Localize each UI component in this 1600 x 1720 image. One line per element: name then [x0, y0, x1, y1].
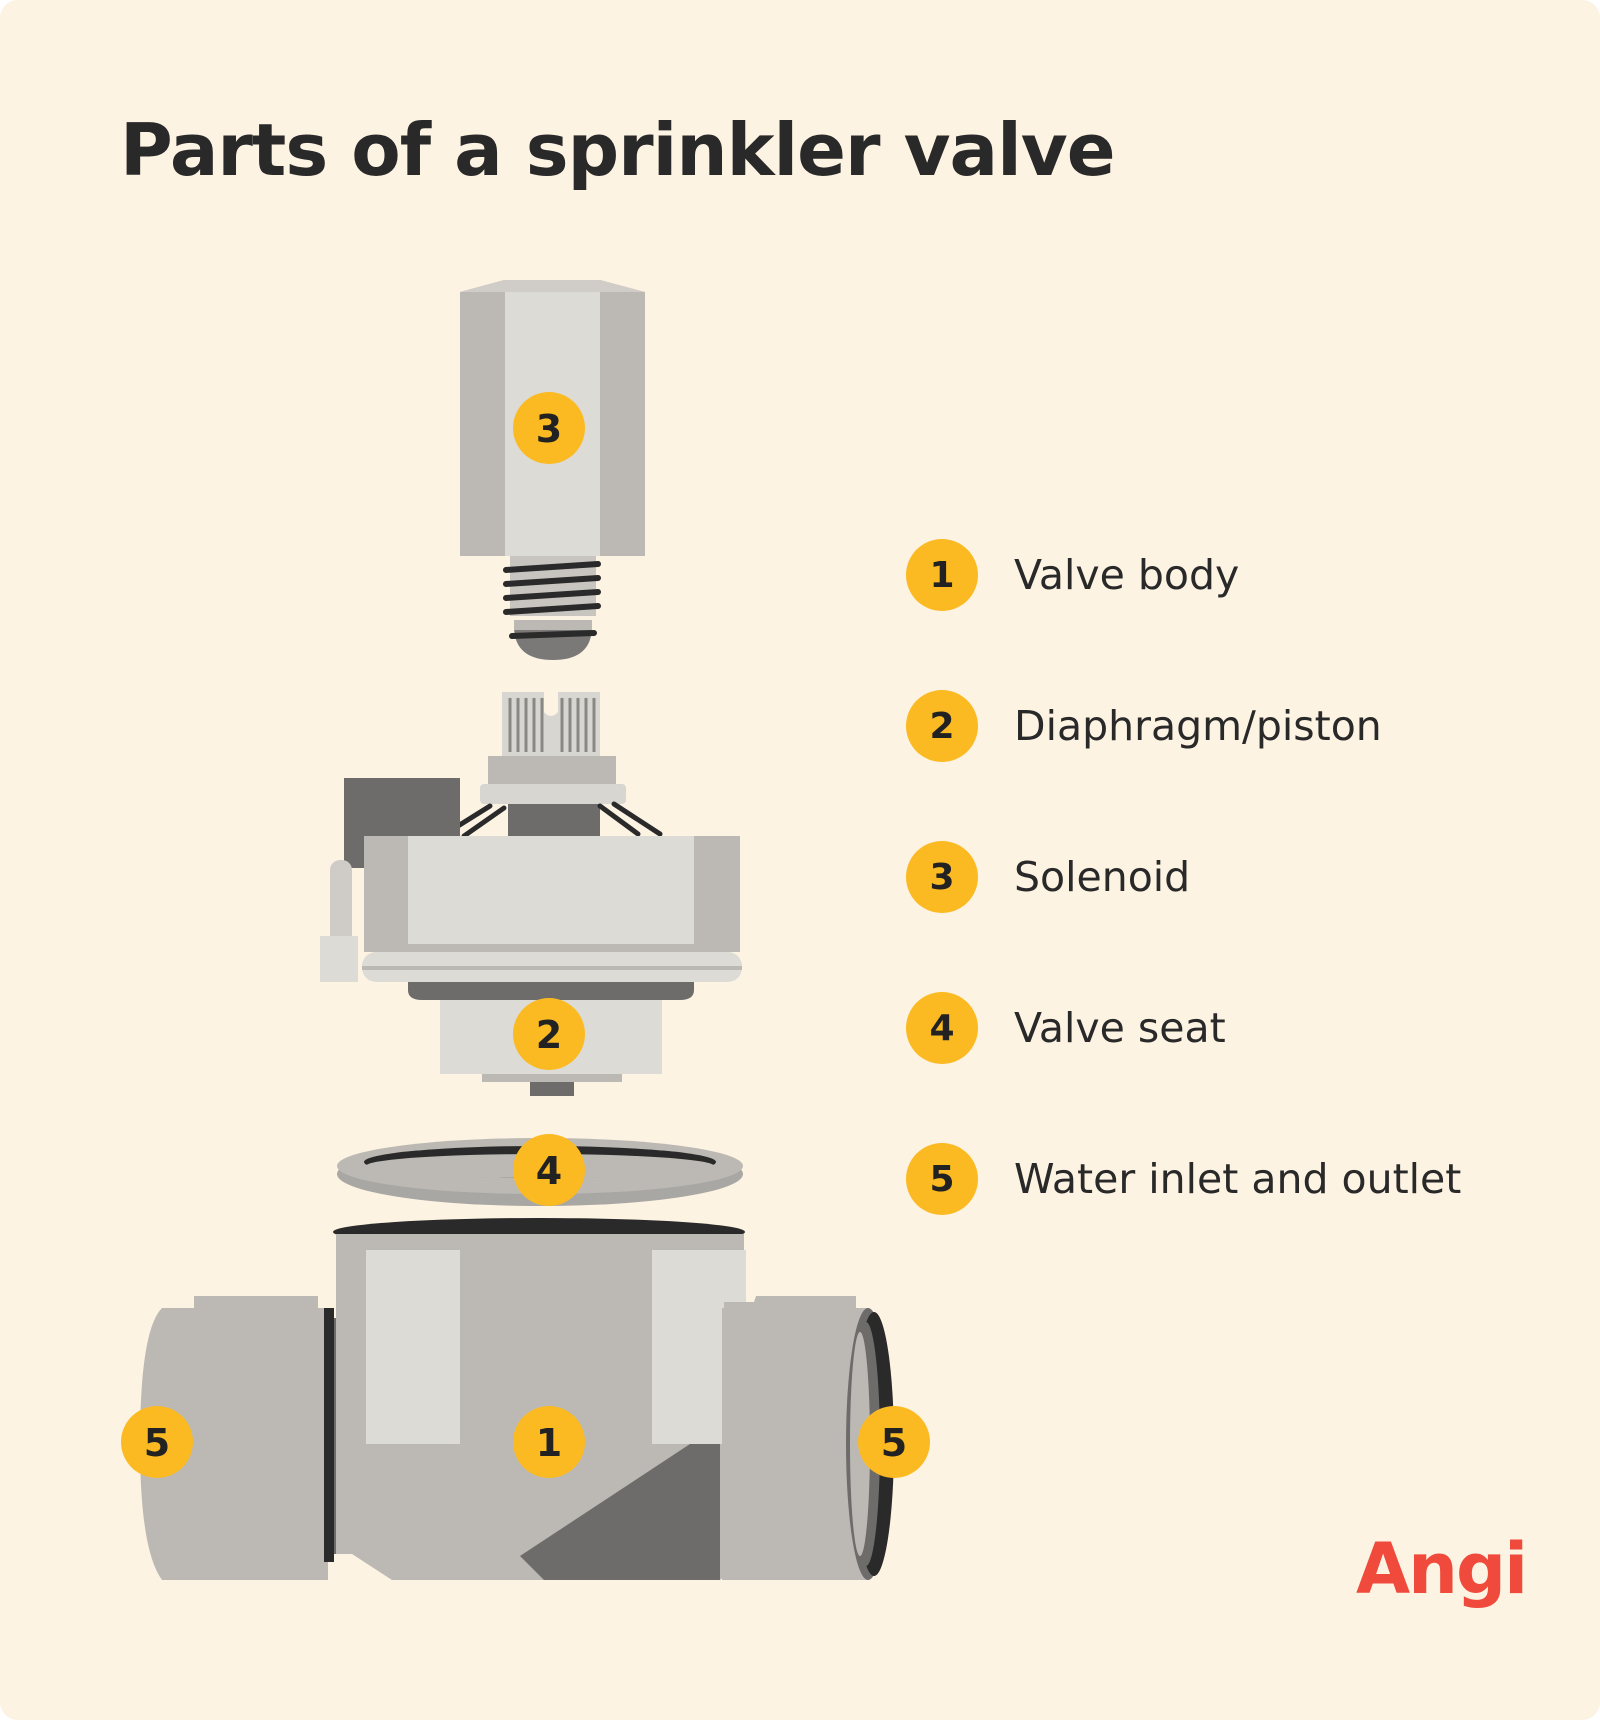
svg-text:4: 4	[536, 1149, 562, 1193]
marker-valve-seat: 4	[513, 1134, 585, 1206]
legend-label: Valve body	[1014, 551, 1240, 599]
svg-text:1: 1	[536, 1421, 562, 1465]
marker-outlet: 5	[858, 1406, 930, 1478]
legend-number-badge: 4	[906, 992, 978, 1064]
page-title: Parts of a sprinkler valve	[120, 108, 1116, 192]
svg-text:3: 3	[536, 407, 562, 451]
valve-body	[140, 1218, 894, 1580]
legend-number-badge: 1	[906, 539, 978, 611]
marker-solenoid: 3	[513, 392, 585, 464]
svg-text:5: 5	[144, 1421, 170, 1465]
legend-label: Solenoid	[1014, 853, 1191, 901]
solenoid	[460, 280, 645, 660]
parts-legend: 1 Valve body 2 Diaphragm/piston 3 Soleno…	[906, 538, 1461, 1293]
marker-diaphragm: 2	[513, 998, 585, 1070]
svg-text:2: 2	[536, 1013, 562, 1057]
legend-number-badge: 2	[906, 690, 978, 762]
legend-label: Valve seat	[1014, 1004, 1226, 1052]
svg-text:5: 5	[881, 1421, 907, 1465]
legend-item: 2 Diaphragm/piston	[906, 689, 1461, 763]
legend-item: 4 Valve seat	[906, 991, 1461, 1065]
marker-valve-body: 1	[513, 1406, 585, 1478]
legend-label: Water inlet and outlet	[1014, 1155, 1462, 1203]
legend-item: 1 Valve body	[906, 538, 1461, 612]
legend-item: 3 Solenoid	[906, 840, 1461, 914]
legend-number-badge: 3	[906, 841, 978, 913]
legend-label: Diaphragm/piston	[1014, 702, 1382, 750]
diaphragm-assembly	[320, 692, 742, 1096]
legend-number-badge: 5	[906, 1143, 978, 1215]
angi-logo: Angi	[1356, 1528, 1528, 1610]
marker-inlet: 5	[121, 1406, 193, 1478]
legend-item: 5 Water inlet and outlet	[906, 1142, 1461, 1216]
